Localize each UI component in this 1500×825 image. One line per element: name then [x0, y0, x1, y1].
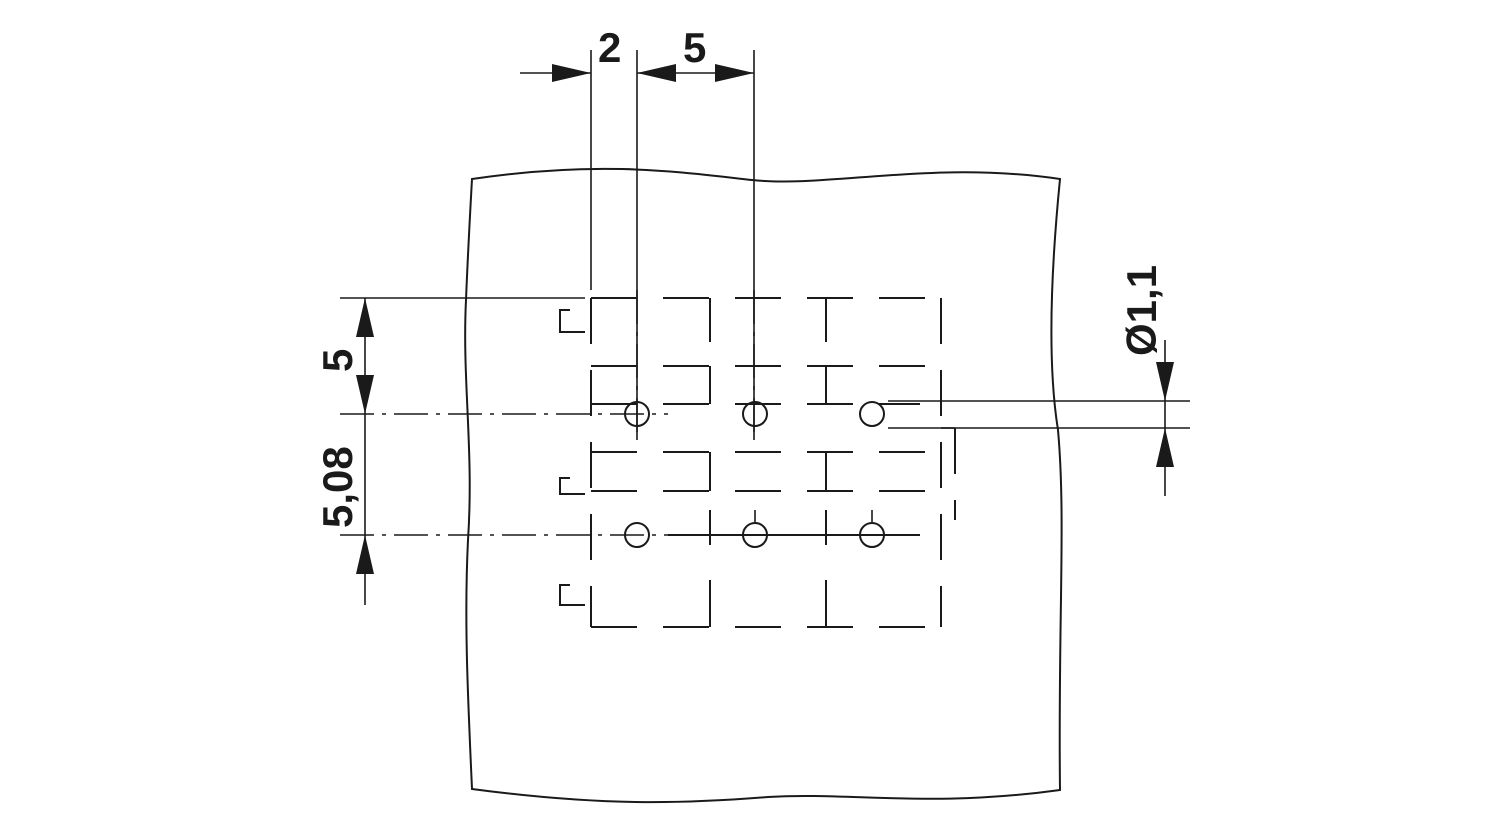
drill-hole	[859, 522, 885, 548]
drill-hole	[624, 401, 650, 427]
drill-holes	[624, 401, 885, 548]
dimension-label-5-horizontal: 5	[683, 24, 706, 71]
dimension-pitch-vertical-row: 5,08	[314, 413, 668, 605]
connector-footprint	[559, 290, 956, 628]
dimension-label-diameter: Ø1,1	[1118, 265, 1165, 356]
dimension-pitch-horizontal: 5	[637, 24, 755, 440]
dimension-pin-offset: 2	[520, 24, 638, 440]
drill-hole	[859, 401, 885, 427]
drill-hole	[742, 401, 768, 427]
dimension-label-5-08: 5,08	[314, 446, 361, 528]
dimension-label-5-vertical: 5	[314, 349, 361, 372]
drill-hole	[742, 522, 768, 548]
dimension-label-2: 2	[598, 24, 621, 71]
board-outline	[464, 167, 1063, 804]
dimension-hole-diameter: Ø1,1	[888, 265, 1190, 496]
dimension-pitch-vertical-top: 5	[314, 297, 585, 414]
drill-hole	[624, 522, 650, 548]
